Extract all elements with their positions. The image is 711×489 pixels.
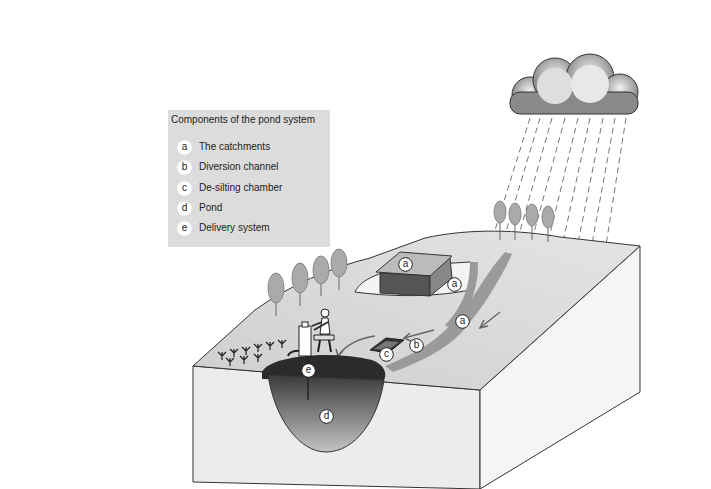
legend-letter: d bbox=[177, 201, 192, 216]
callout-letter: a bbox=[398, 257, 413, 272]
letter-label: e bbox=[301, 363, 316, 378]
legend-text: Delivery system bbox=[199, 222, 270, 233]
legend-letter: a bbox=[177, 140, 192, 155]
letter-label: c bbox=[177, 181, 192, 196]
pond-basin bbox=[268, 375, 384, 452]
letter-label: e bbox=[177, 221, 192, 236]
crop-plants bbox=[218, 340, 286, 366]
ground-surface bbox=[193, 231, 640, 390]
legend-text: Diversion channel bbox=[199, 161, 279, 172]
letter-label: a bbox=[177, 140, 192, 155]
legend-panel: Components of the pond system abcde The ca… bbox=[168, 110, 330, 247]
rain-cloud bbox=[510, 54, 638, 114]
letter-label: d bbox=[319, 409, 334, 424]
letter-label: a bbox=[398, 257, 413, 272]
callout-letter: a bbox=[455, 314, 470, 329]
legend-text: Pond bbox=[199, 202, 222, 213]
callout-letter: d bbox=[319, 409, 334, 424]
callout-letter: e bbox=[301, 363, 316, 378]
letter-label: b bbox=[409, 338, 424, 353]
callout-letter: b bbox=[409, 338, 424, 353]
pump-cap bbox=[302, 322, 308, 327]
house bbox=[376, 252, 452, 296]
callout-letter: c bbox=[379, 347, 394, 362]
farmer bbox=[312, 309, 334, 352]
callout-letter: a bbox=[447, 277, 462, 292]
legend-letter: b bbox=[177, 160, 192, 175]
runoff-channel bbox=[385, 252, 512, 372]
legend-text: The catchments bbox=[199, 141, 270, 152]
panel-title: Components of the pond system bbox=[171, 114, 315, 125]
flow-arrows bbox=[336, 312, 500, 356]
letter-label: a bbox=[447, 277, 462, 292]
letter-label: c bbox=[379, 347, 394, 362]
letter-label: b bbox=[177, 160, 192, 175]
rain-lines bbox=[495, 118, 626, 245]
legend-text: De-silting chamber bbox=[199, 182, 282, 193]
letter-label: a bbox=[455, 314, 470, 329]
letter-label: d bbox=[177, 201, 192, 216]
legend-letter: e bbox=[177, 221, 192, 236]
legend-letter: c bbox=[177, 181, 192, 196]
pump bbox=[299, 326, 311, 356]
